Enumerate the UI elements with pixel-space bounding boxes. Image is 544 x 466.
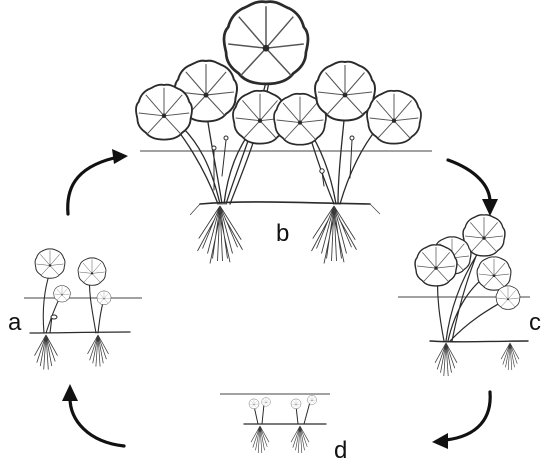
stage-b-plant bbox=[135, 0, 432, 264]
arrow-c-to-d bbox=[432, 390, 492, 449]
stage-c-plant bbox=[398, 214, 530, 377]
label-b: b bbox=[276, 220, 289, 247]
arrow-b-to-c bbox=[446, 158, 498, 216]
label-c: c bbox=[529, 309, 541, 336]
label-a: a bbox=[8, 309, 22, 336]
arrow-a-to-b bbox=[66, 149, 128, 216]
arrow-d-to-a bbox=[62, 384, 126, 448]
stage-d-plant bbox=[220, 393, 330, 454]
leaf-b-top bbox=[222, 0, 310, 86]
label-d: d bbox=[334, 437, 347, 464]
stage-a-plant bbox=[24, 248, 142, 370]
